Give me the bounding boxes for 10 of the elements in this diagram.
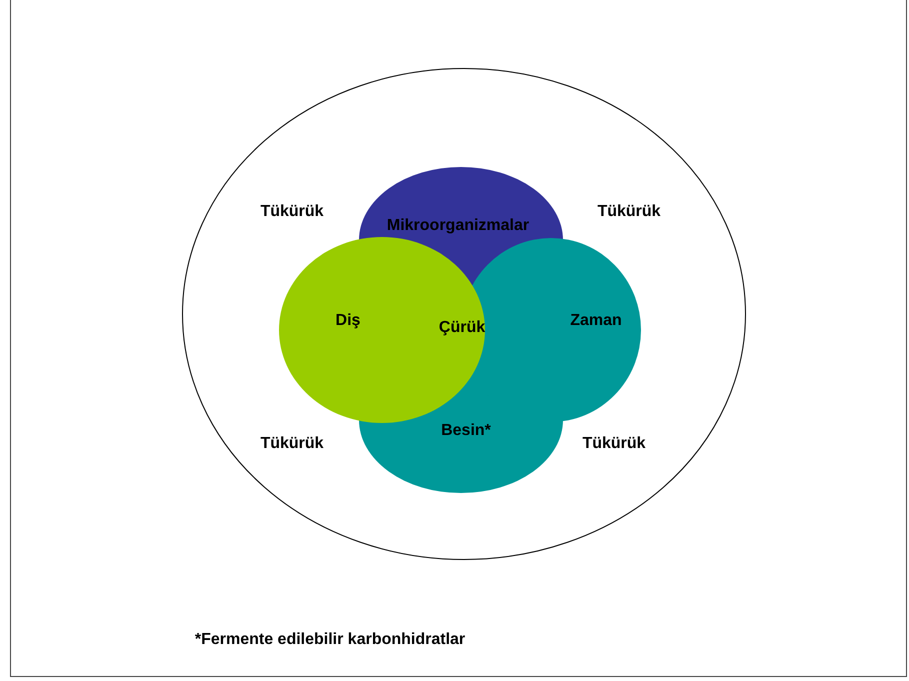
- overlap-label: Çürük: [438, 319, 486, 337]
- saliva-label: Tükürük: [260, 435, 324, 453]
- circle-label: Mikroorganizmalar: [386, 217, 530, 235]
- circle-label: Diş: [336, 312, 360, 330]
- saliva-label: Tükürük: [582, 435, 646, 453]
- footnote: *Fermente edilebilir karbonhidratlar: [194, 631, 466, 649]
- saliva-label: Tükürük: [597, 203, 661, 221]
- circle-label: Besin*: [441, 422, 491, 440]
- saliva-label: Tükürük: [260, 203, 324, 221]
- circle-label: Zaman: [570, 312, 622, 330]
